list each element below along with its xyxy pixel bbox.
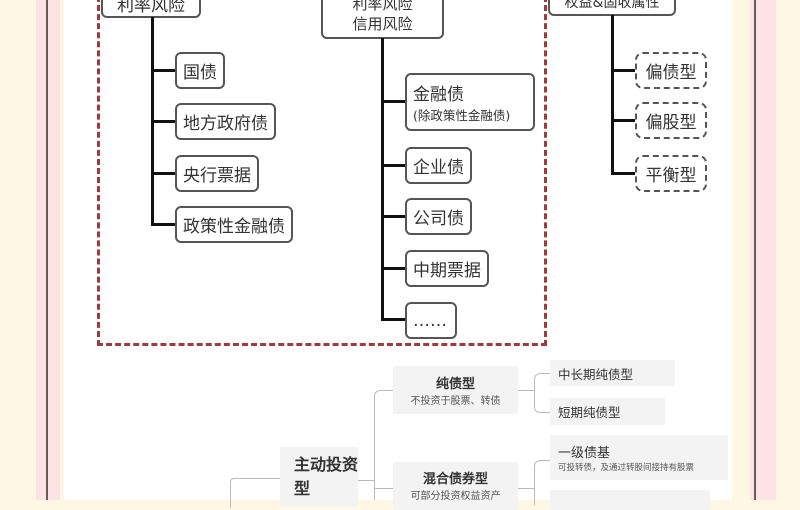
group-title-middle: 利率风险 信用风险 [321,0,444,39]
connector [151,223,175,226]
node-note: 可部分投资权益资产 [410,491,501,502]
connector [151,69,175,72]
left-decor-strip [36,0,60,500]
connector [381,318,405,321]
node-short-pure-bond: 短期纯债型 [550,398,665,425]
node-label: 金融债 [413,85,464,105]
connector [381,164,405,167]
node-guozhai: 国债 [175,52,225,89]
connector [358,480,374,481]
connector [381,267,405,270]
connector [151,120,175,123]
node-note: 可投转债，及通过转股间接持有股票 [558,463,695,473]
connector [151,172,175,175]
node-note: 不投资于股票、转债 [410,396,501,407]
node-local-gov-bond: 地方政府债 [175,103,276,140]
group-title-left: 利率风险 [101,0,201,18]
connector [374,390,393,500]
connector [374,488,393,489]
connector [518,390,534,391]
node-financial-bond: 金融债 (除政策性金融债) [405,73,535,131]
node-equity-biased: 偏股型 [635,102,707,139]
dashed-frame [97,0,547,346]
node-title: 纯债型 [435,377,475,392]
node-mid-long-pure-bond: 中长期纯债型 [550,360,675,386]
node-title: 混合债券型 [422,472,488,487]
connector [534,460,550,505]
node-bond-biased: 偏债型 [635,52,707,89]
connector [611,15,614,175]
title-line: 信用风险 [352,14,413,33]
node-mtn: 中期票据 [405,250,489,287]
connector [611,119,635,122]
node-balanced: 平衡型 [635,155,707,192]
connector [381,38,384,321]
node-title: 一级债基 [558,446,611,461]
right-decor-line [754,0,756,500]
node-policy-bank-bond: 政策性金融债 [175,206,293,243]
connector [534,373,550,413]
node-corporate-bond: 公司债 [405,198,472,235]
connector [611,172,635,175]
node-active-investment: 主动投资型 [280,447,358,507]
node-pure-bond: 纯债型 不投资于股票、转债 [393,366,518,414]
node-mixed-bond: 混合债券型 可部分投资权益资产 [393,462,518,510]
connector [230,478,285,508]
connector [381,215,405,218]
connector [518,488,534,489]
node-enterprise-bond: 企业债 [405,147,472,184]
group-title-right: 权益&固收属性 [548,0,676,16]
node-more: …… [405,302,457,339]
left-decor-line [46,0,48,500]
connector [381,100,405,103]
node-note: (除政策性金融债) [413,108,511,123]
node-partial [550,490,710,510]
title-line: 利率风险 [352,0,413,13]
connector [611,69,635,72]
node-central-bank-bill: 央行票据 [175,155,259,192]
node-tier1-bond-fund: 一级债基 可投转债，及通过转股间接持有股票 [550,435,728,480]
